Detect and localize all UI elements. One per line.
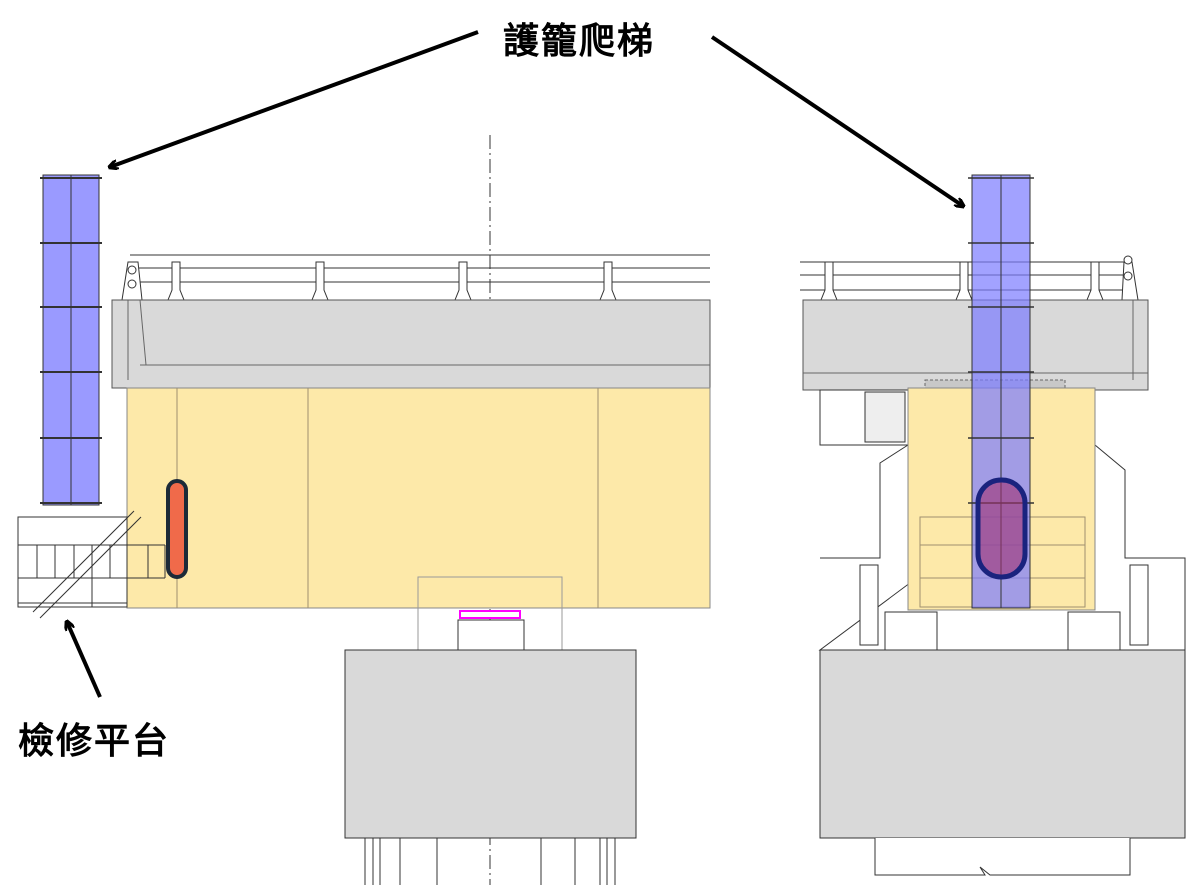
maintenance-platform-label: 檢修平台 xyxy=(18,721,171,762)
cap-beam-left xyxy=(126,387,711,651)
box-left-right xyxy=(819,389,909,446)
pier-right xyxy=(819,649,1186,839)
right-section xyxy=(800,174,1186,876)
ladder-cage-left xyxy=(40,174,102,506)
pier-left xyxy=(344,649,637,839)
access-opening-right xyxy=(975,477,1028,580)
arrow-to-ladder-left xyxy=(110,30,479,167)
left-elevation xyxy=(17,135,711,885)
bearings-right xyxy=(859,564,1149,651)
arrow-to-platform xyxy=(67,622,102,698)
railing-left xyxy=(121,254,710,301)
footing-right xyxy=(874,838,1131,876)
deck-left xyxy=(111,299,711,389)
piles-left xyxy=(364,838,616,885)
arrow-to-ladder-right xyxy=(710,35,963,206)
access-opening-left xyxy=(166,479,188,579)
bearing-left xyxy=(457,610,525,651)
railing-right xyxy=(800,255,1139,301)
caged-ladder-label: 護籠爬梯 xyxy=(503,21,656,62)
maintenance-platform xyxy=(17,510,166,619)
